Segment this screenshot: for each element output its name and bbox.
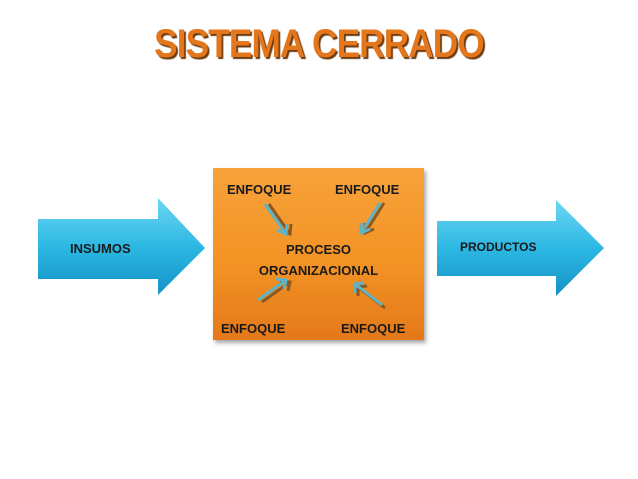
output-arrow [437, 200, 604, 296]
approach-arrow-bottom-left [257, 277, 292, 304]
approach-label-top-right: ENFOQUE [335, 182, 400, 197]
approach-label-top-left: ENFOQUE [227, 182, 292, 197]
process-label-line2: ORGANIZACIONAL [258, 263, 379, 278]
approach-label-bottom-left: ENFOQUE [221, 321, 286, 336]
process-box [213, 168, 424, 340]
approach-arrow-bottom-right [353, 281, 386, 310]
input-arrow [38, 198, 205, 295]
approach-label-bottom-right: ENFOQUE [341, 321, 406, 336]
slide-title: SISTEMA CERRADO [154, 22, 485, 66]
input-label: INSUMOS [70, 241, 131, 256]
output-label: PRODUCTOS [460, 240, 537, 254]
approach-arrow-top-left [263, 203, 293, 237]
approach-arrow-top-right [359, 202, 386, 236]
process-label-line1: PROCESO [285, 242, 351, 257]
